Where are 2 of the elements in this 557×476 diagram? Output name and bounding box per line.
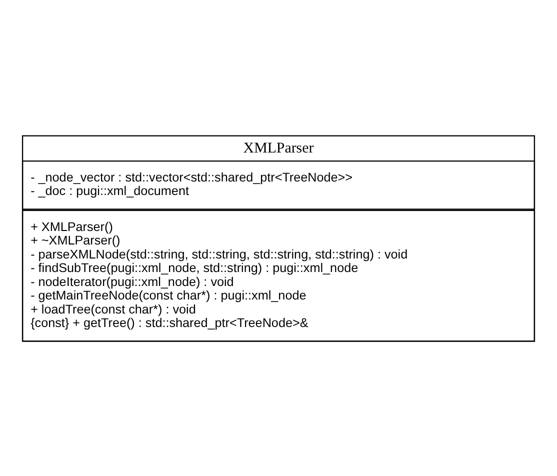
node-box: - _node_vector : std::vector<std::shared_ptr<TreeNode>> - _doc : pugi::xml_document [22, 160, 536, 210]
node-box: + XMLParser() + ~XMLParser() - parseXMLNode(std::string, std::string, std::string, std::string) : void - findSubTree(pugi::xml_node, std::string) : pugi::xml_node - nodeIterator(pugi::xml_node) : void - getMainTreeNode(const char*) : pugi::xml_node + loadTree(const char*) : void {const} + getTree() : std::shared_ptr<TreeNode>& [22, 209, 536, 342]
